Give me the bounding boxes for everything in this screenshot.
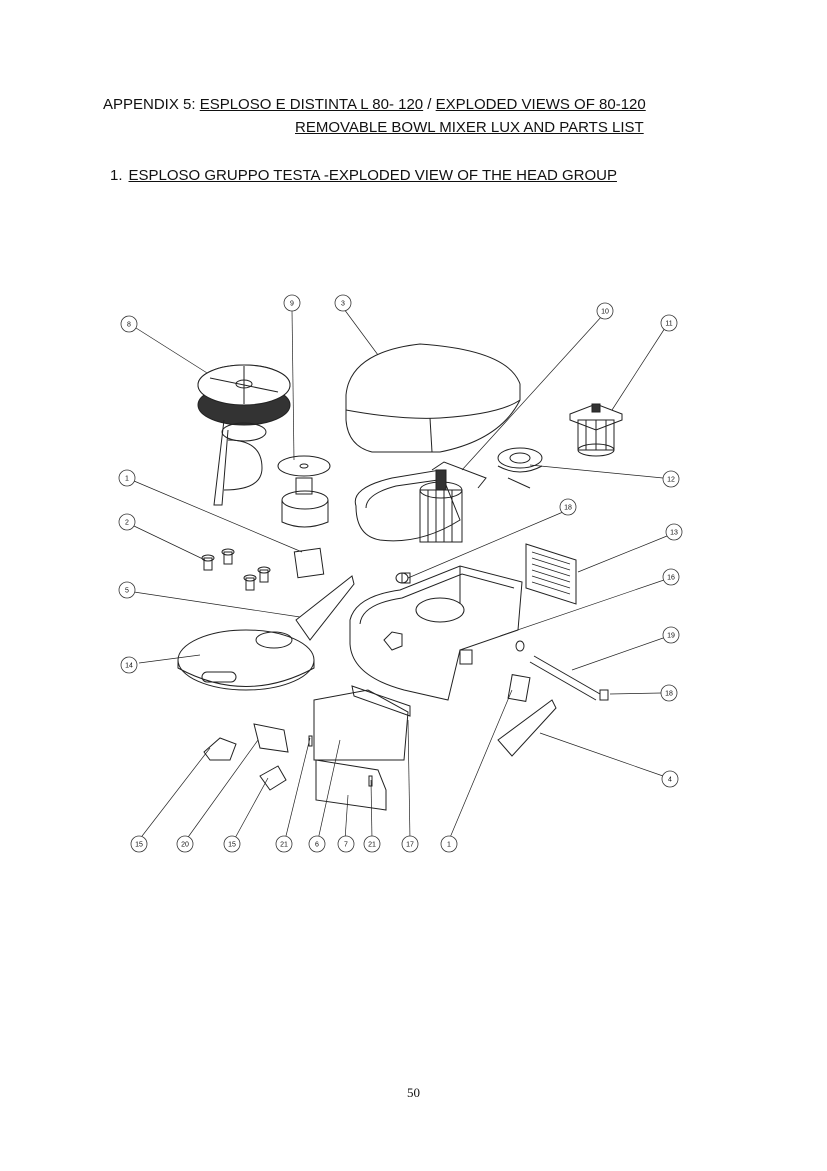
- title-separator: /: [423, 96, 436, 113]
- exploded-view-drawing: 8 9 3 10 11 12 1 18 2 13 16 5 19 14 18 4…: [118, 294, 683, 853]
- callout-10: 10: [601, 309, 609, 316]
- callout-19: 19: [667, 633, 675, 640]
- callout-14: 14: [125, 663, 133, 670]
- callout-3: 3: [341, 301, 345, 308]
- callout-18-upper: 18: [564, 505, 572, 512]
- callout-12: 12: [667, 477, 675, 484]
- callout-13: 13: [670, 530, 678, 537]
- callout-9: 9: [290, 301, 294, 308]
- callout-21-b: 21: [368, 842, 376, 849]
- callout-15-a: 15: [135, 842, 143, 849]
- callout-7: 7: [344, 842, 348, 849]
- appendix-title-english: EXPLODED VIEWS OF 80-120: [435, 96, 646, 113]
- page-number: 50: [407, 1085, 420, 1100]
- callout-5: 5: [125, 588, 129, 595]
- callout-11: 11: [665, 321, 672, 328]
- appendix-subtitle: REMOVABLE BOWL MIXER LUX AND PARTS LIST: [295, 119, 644, 136]
- callout-16: 16: [667, 575, 675, 582]
- section-heading: 1. ESPLOSO GRUPPO TESTA -EXPLODED VIEW OF…: [110, 167, 617, 184]
- callout-1-lower: 1: [447, 842, 451, 849]
- callout-17: 17: [406, 842, 414, 849]
- callout-1-upper: 1: [125, 476, 129, 483]
- callout-2: 2: [125, 520, 129, 527]
- appendix-title: APPENDIX 5: ESPLOSO E DISTINTA L 80- 120…: [103, 96, 646, 113]
- callout-4: 4: [668, 777, 672, 784]
- callout-6: 6: [315, 842, 319, 849]
- section-title: ESPLOSO GRUPPO TESTA -EXPLODED VIEW OF T…: [128, 167, 617, 184]
- callout-18-lower: 18: [665, 691, 673, 698]
- section-number: 1.: [110, 167, 123, 184]
- appendix-prefix: APPENDIX 5:: [103, 96, 200, 113]
- callout-21-a: 21: [280, 842, 288, 849]
- callout-8: 8: [127, 322, 131, 329]
- callout-20: 20: [181, 842, 189, 849]
- callout-15-b: 15: [228, 842, 236, 849]
- appendix-title-italian: ESPLOSO E DISTINTA L 80- 120: [199, 96, 424, 113]
